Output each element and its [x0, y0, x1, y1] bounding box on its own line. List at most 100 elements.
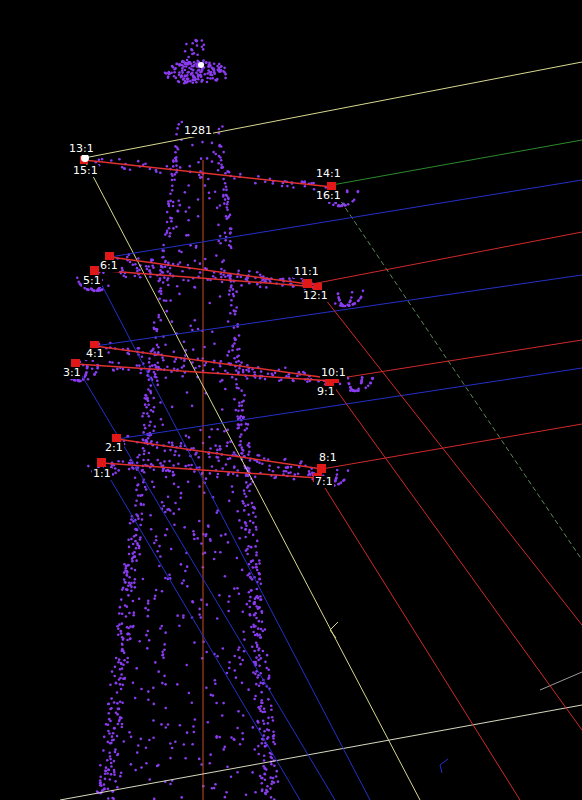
cloud-point: [244, 536, 247, 539]
cloud-point: [162, 256, 165, 259]
cloud-point: [369, 382, 372, 385]
cloud-point: [169, 299, 172, 302]
cloud-point: [195, 451, 198, 454]
cloud-point: [221, 125, 224, 128]
cloud-point: [196, 53, 199, 56]
cloud-point: [254, 661, 257, 664]
cloud-point: [147, 599, 150, 602]
cloud-point: [344, 204, 347, 207]
cloud-point: [130, 567, 133, 570]
cloud-point: [267, 668, 270, 671]
cloud-point: [197, 198, 200, 201]
cloud-point: [149, 168, 152, 171]
cloud-point: [255, 566, 258, 569]
cloud-point: [220, 360, 223, 363]
cloud-point: [220, 268, 223, 271]
cloud-point: [352, 303, 355, 306]
cloud-point: [135, 547, 138, 550]
cloud-point: [235, 676, 238, 679]
cloud-point: [154, 425, 157, 428]
cloud-point: [264, 793, 267, 796]
cloud-point: [149, 421, 152, 424]
cloud-point: [251, 566, 254, 569]
cloud-point: [127, 632, 130, 635]
cloud-point: [138, 597, 141, 600]
cloud-point: [121, 643, 124, 646]
cloud-point: [130, 538, 133, 541]
cloud-point: [133, 581, 136, 584]
cloud-point: [191, 72, 194, 75]
cloud-point: [136, 515, 139, 518]
cloud-point: [173, 523, 176, 526]
cloud-point: [256, 540, 259, 543]
cloud-point: [258, 654, 261, 657]
cloud-point: [167, 495, 170, 498]
cloud-point: [212, 151, 215, 154]
cloud-point: [136, 484, 139, 487]
cloud-point: [200, 157, 203, 160]
cloud-point: [236, 557, 239, 560]
cloud-point: [121, 643, 124, 646]
cloud-point: [237, 371, 240, 374]
cloud-point: [181, 375, 184, 378]
cloud-point: [241, 401, 244, 404]
cloud-point: [129, 168, 132, 171]
cloud-point: [104, 770, 107, 773]
cloud-point: [147, 459, 150, 462]
cloud-point: [216, 617, 219, 620]
cloud-point: [248, 529, 251, 532]
cloud-point: [156, 446, 159, 449]
cloud-point: [134, 263, 137, 266]
cloud-point: [126, 633, 129, 636]
cloud-point: [153, 371, 156, 374]
cloud-point: [127, 538, 130, 541]
cloud-point: [221, 281, 224, 284]
cloud-point: [162, 244, 165, 247]
cloud-point: [138, 347, 141, 350]
cloud-point: [131, 626, 134, 629]
cloud-point: [215, 736, 218, 739]
cloud-point: [129, 625, 132, 628]
cloud-point: [334, 479, 337, 482]
cloud-point: [176, 285, 179, 288]
cloud-point: [220, 534, 223, 537]
cloud-point: [219, 69, 222, 72]
cloud-point: [242, 417, 245, 420]
cloud-point: [201, 46, 204, 49]
cloud-point: [253, 614, 256, 617]
cloud-point: [121, 636, 124, 639]
cloud-point: [142, 578, 145, 581]
cloud-point: [187, 78, 190, 81]
cloud-point: [206, 81, 209, 84]
cloud-point: [104, 772, 107, 775]
cloud-point: [217, 456, 220, 459]
cloud-point: [237, 710, 240, 713]
cloud-point: [178, 73, 181, 76]
cloud-point: [198, 520, 201, 523]
cloud-point: [228, 661, 231, 664]
cloud-point: [170, 71, 173, 74]
cloud-point: [185, 43, 188, 46]
cloud-point: [109, 755, 112, 758]
cloud-point: [212, 694, 215, 697]
cloud-point: [264, 180, 267, 183]
cloud-point: [122, 677, 125, 680]
cloud-point: [255, 641, 258, 644]
cloud-point: [105, 766, 108, 769]
cloud-point: [187, 464, 190, 467]
cloud-point: [109, 361, 112, 364]
cloud-point: [163, 643, 166, 646]
cloud-point: [181, 60, 184, 63]
cloud-point: [142, 481, 145, 484]
cloud-point: [275, 770, 278, 773]
cloud-point: [308, 472, 311, 475]
cloud-point: [234, 313, 237, 316]
cloud-point: [168, 470, 171, 473]
cloud-point: [100, 784, 103, 787]
cloud-point: [258, 462, 261, 465]
cloud-point: [258, 577, 261, 580]
cloud-point: [154, 594, 157, 597]
cloud-point: [190, 63, 193, 66]
cloud-point: [361, 376, 364, 379]
cloud-point: [154, 364, 157, 367]
